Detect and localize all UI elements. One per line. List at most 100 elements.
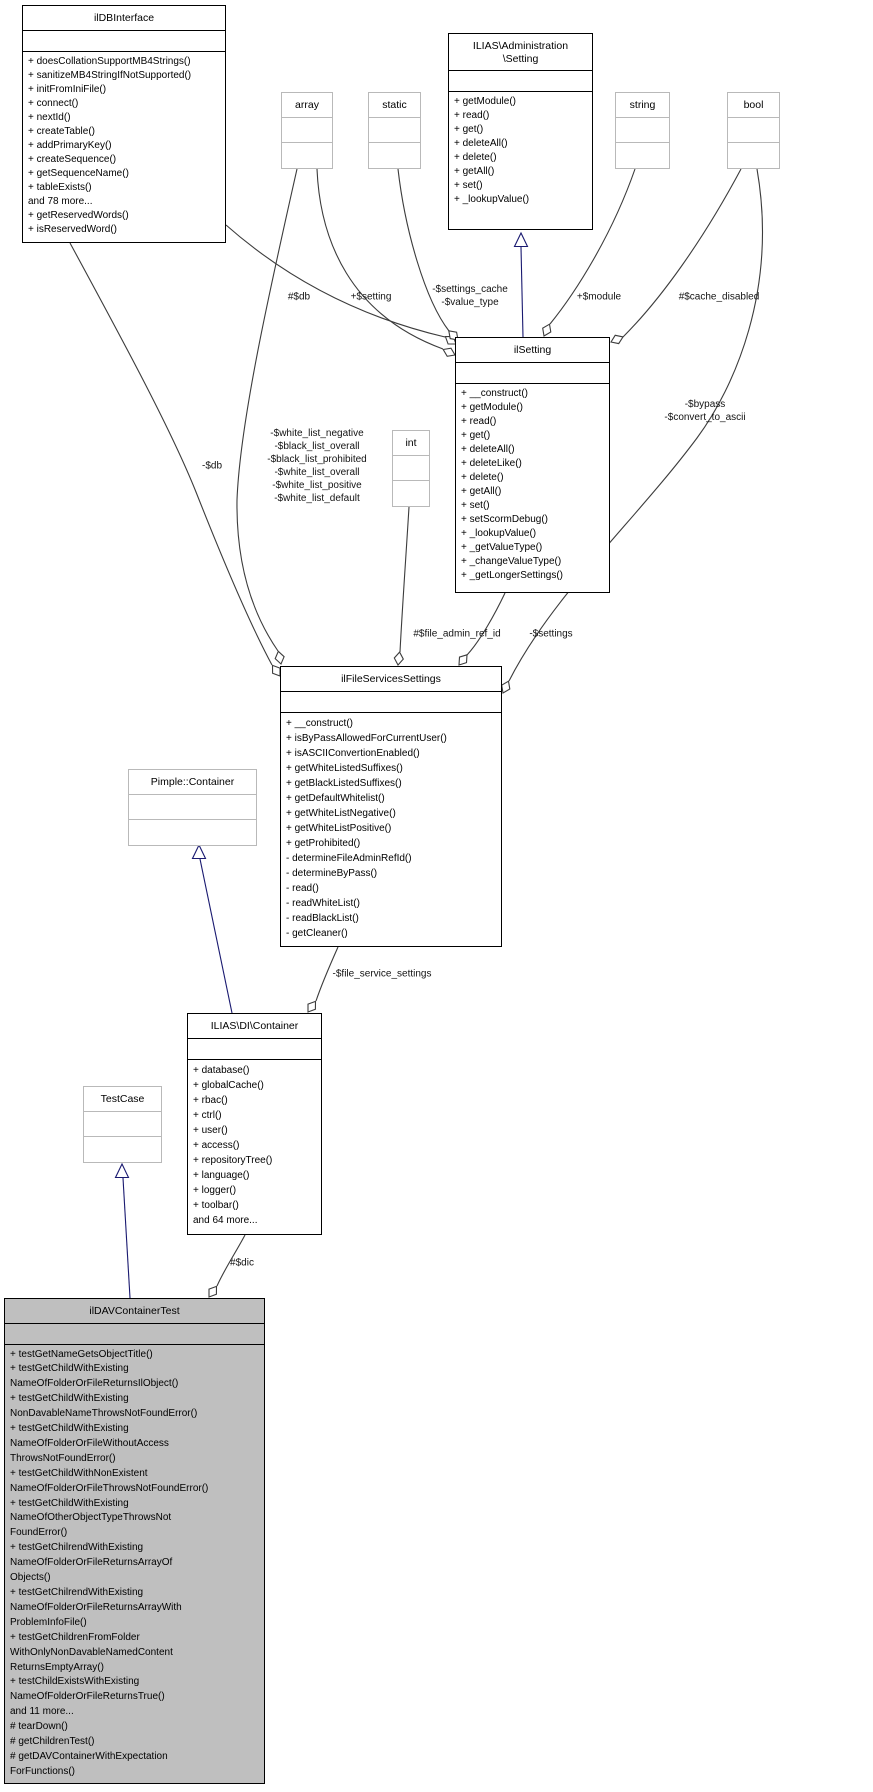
class-member: + _lookupValue()	[454, 194, 530, 205]
class-box-array[interactable]: array	[281, 92, 333, 169]
class-member: WithOnlyNonDavableNamedContent	[10, 1646, 173, 1658]
class-title: array	[282, 93, 332, 118]
class-member: + __construct()	[286, 717, 353, 729]
class-member: - getCleaner()	[286, 927, 348, 939]
class-member: + getDefaultWhitelist()	[286, 792, 385, 804]
class-member: + testChildExistsWithExisting	[10, 1676, 140, 1688]
class-member: + doesCollationSupportMB4Strings()	[28, 55, 191, 67]
class-member: + repositoryTree()	[193, 1154, 273, 1166]
class-member: + sanitizeMB4StringIfNotSupported()	[28, 69, 192, 81]
class-member: + ctrl()	[193, 1109, 222, 1121]
class-member: + delete()	[454, 152, 497, 163]
class-member: + getBlackListedSuffixes()	[286, 777, 402, 789]
class-member: + __construct()	[461, 387, 528, 399]
class-member: + _lookupValue()	[461, 527, 537, 539]
class-box-ilFileServicesSettings[interactable]: ilFileServicesSettings+ __construct()+ i…	[280, 666, 502, 947]
methods-compartment: + database()+ globalCache()+ rbac()+ ctr…	[188, 1060, 321, 1235]
empty-compartment	[282, 118, 332, 143]
class-title: ilSetting	[456, 338, 609, 363]
class-member: + _getValueType()	[461, 541, 543, 553]
empty-compartment	[282, 142, 332, 168]
attributes-compartment	[449, 71, 592, 92]
class-member: + access()	[193, 1139, 240, 1151]
class-member: + nextId()	[28, 111, 71, 123]
class-member: + getModule()	[454, 96, 516, 107]
class-member: NameOfFolderOrFileReturnsIlObject()	[10, 1378, 179, 1390]
class-box-int[interactable]: int	[392, 430, 430, 507]
class-member: + read()	[454, 110, 490, 121]
class-member: Objects()	[10, 1572, 51, 1584]
class-member: - determineFileAdminRefId()	[286, 852, 412, 864]
methods-compartment: + doesCollationSupportMB4Strings() + sani…	[23, 52, 225, 243]
class-member: + setScormDebug()	[461, 513, 548, 525]
class-member: + database()	[193, 1064, 250, 1076]
class-member: + getModule()	[461, 401, 523, 413]
methods-compartment: + getModule() + read() + get() + deleteAll(…	[449, 92, 592, 229]
class-member: # getDAVContainerWithExpectation	[10, 1750, 168, 1762]
empty-compartment	[84, 1136, 161, 1162]
class-box-ilDAVContainerTest[interactable]: ilDAVContainerTest + testGetNameGetsObjec…	[4, 1298, 265, 1784]
class-member: + testGetChilrendWithExisting	[10, 1587, 144, 1598]
class-title: ILIAS\DI\Container	[188, 1014, 321, 1039]
class-member: + getWhiteListPositive()	[286, 822, 392, 834]
class-member: + getProhibited()	[286, 837, 361, 849]
class-member: NameOfFolderOrFileWithoutAccess	[10, 1437, 169, 1449]
class-member: FoundError()	[10, 1527, 68, 1539]
class-box-DIContainer[interactable]: ILIAS\DI\Container + database()+ globalCa…	[187, 1013, 322, 1235]
class-member: + rbac()	[193, 1094, 228, 1106]
empty-compartment	[728, 142, 779, 168]
class-member: + deleteLike()	[461, 457, 522, 469]
class-member: + testGetChildWithExisting	[10, 1497, 129, 1509]
class-member: + testGetChildWithExisting	[10, 1363, 129, 1375]
class-member: NameOfFolderOrFileReturnsTrue()	[10, 1691, 165, 1703]
class-member: + testGetNameGetsObjectTitle()	[10, 1348, 153, 1360]
class-box-TestCase[interactable]: TestCase	[83, 1086, 162, 1163]
class-member: and 78 more...	[28, 195, 93, 207]
class-member: + addPrimaryKey()	[28, 139, 112, 151]
empty-compartment	[728, 118, 779, 143]
class-member: + getAll()	[461, 485, 502, 497]
class-title: ilFileServicesSettings	[281, 667, 501, 692]
class-member: + getSequenceName()	[28, 167, 129, 179]
class-member: + tableExists()	[28, 181, 92, 193]
class-title: ilDAVContainerTest	[5, 1299, 264, 1324]
class-box-AdministrationSetting[interactable]: ILIAS\Administration \Setting + getModule…	[448, 33, 593, 230]
class-member: and 64 more...	[193, 1214, 258, 1226]
class-title: Pimple::Container	[129, 770, 256, 795]
empty-compartment	[616, 118, 669, 143]
class-member: NonDavableNameThrowsNotFoundError()	[10, 1408, 198, 1420]
class-member: and 11 more...	[10, 1706, 74, 1718]
attributes-compartment	[5, 1324, 264, 1345]
class-member: + deleteAll()	[461, 443, 515, 455]
class-member: + testGetChildrenFromFolder	[10, 1631, 140, 1643]
empty-compartment	[369, 142, 420, 168]
class-member: - readBlackList()	[286, 912, 359, 924]
empty-compartment	[393, 456, 429, 481]
class-member: + createTable()	[28, 125, 95, 137]
class-member: + get()	[454, 124, 484, 135]
empty-compartment	[129, 795, 256, 820]
class-member: ThrowsNotFoundError()	[10, 1452, 116, 1464]
attributes-compartment	[188, 1039, 321, 1060]
class-title: ILIAS\Administration \Setting	[449, 34, 592, 71]
class-box-static[interactable]: static	[368, 92, 421, 169]
class-member: ReturnsEmptyArray()	[10, 1661, 104, 1673]
class-title: static	[369, 93, 420, 118]
class-box-ilDBInterface[interactable]: ilDBInterface+ doesCollationSupportMB4St…	[22, 5, 226, 243]
class-member: NameOfFolderOrFileReturnsArrayOf	[10, 1557, 173, 1569]
class-box-ilSetting[interactable]: ilSetting+ __construct()+ getModule()+ r…	[455, 337, 610, 593]
class-member: # tearDown()	[10, 1721, 68, 1733]
attributes-compartment	[281, 692, 501, 713]
empty-compartment	[84, 1112, 161, 1137]
class-box-string[interactable]: string	[615, 92, 670, 169]
class-title: TestCase	[84, 1087, 161, 1112]
class-member: + deleteAll()	[454, 138, 508, 149]
class-member: - readWhiteList()	[286, 897, 360, 909]
class-box-PimpleContainer[interactable]: Pimple::Container	[128, 769, 257, 846]
class-box-bool[interactable]: bool	[727, 92, 780, 169]
class-member: + testGetChildWithExisting	[10, 1423, 129, 1435]
class-member: + getAll()	[454, 166, 495, 177]
empty-compartment	[129, 819, 256, 845]
class-member: ForFunctions()	[10, 1765, 76, 1777]
